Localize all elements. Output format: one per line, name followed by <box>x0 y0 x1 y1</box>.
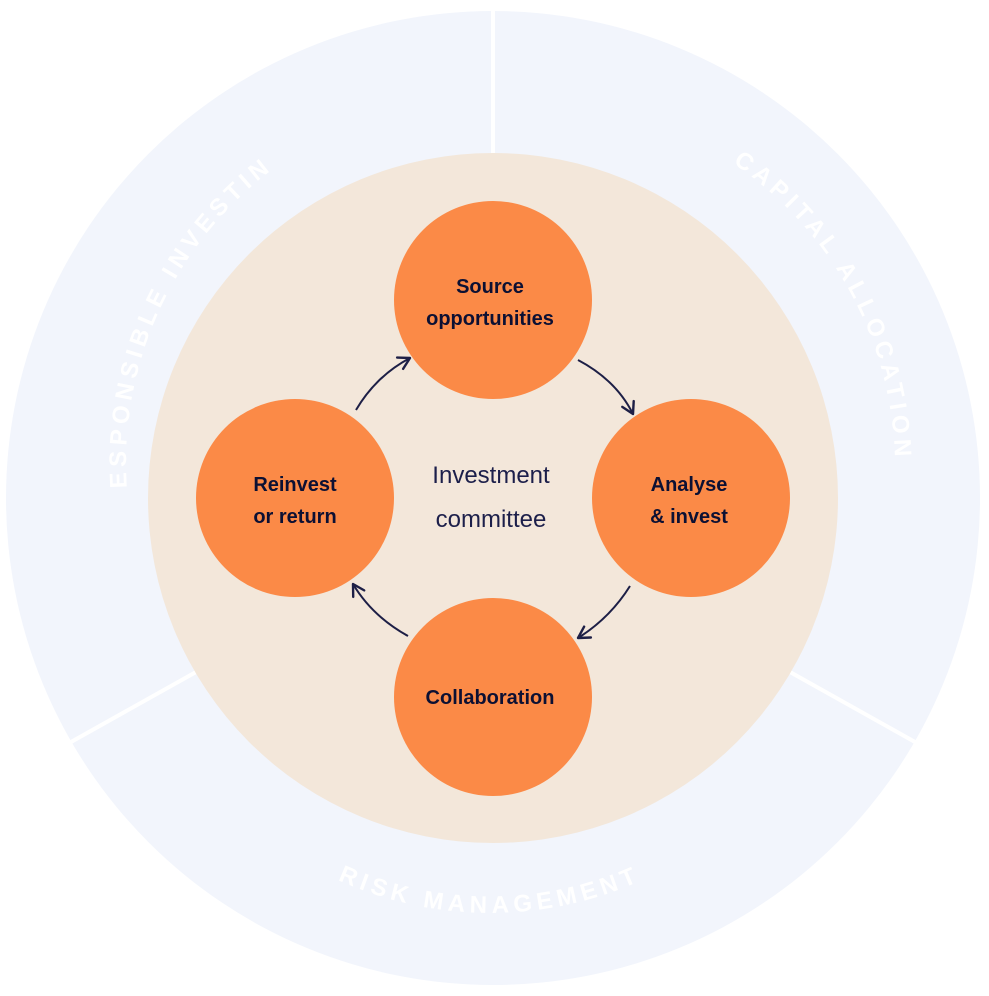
ring-divider-right <box>789 670 916 744</box>
step-analyse-invest: Analyse & invest <box>592 399 790 597</box>
inner-disc <box>148 153 838 843</box>
center-label-line2: committee <box>436 506 547 533</box>
step-label-line1: Source <box>456 276 524 298</box>
step-label-line1: Collaboration <box>426 687 555 709</box>
step-label-line2: or return <box>253 506 336 528</box>
step-label-line1: Analyse <box>651 474 728 496</box>
center-label-line1: Investment <box>432 462 550 489</box>
step-source-opportunities: Source opportunities <box>394 201 592 399</box>
arrow-source-to-analyse <box>577 359 635 416</box>
step-collaboration: Collaboration <box>394 598 592 796</box>
arrow-analyse-to-collaboration <box>576 585 631 640</box>
arrow-collaboration-to-reinvest <box>351 582 409 637</box>
ring-divider-left <box>70 670 197 744</box>
arrow-reinvest-to-source <box>355 356 412 411</box>
step-label-line2: opportunities <box>426 308 554 330</box>
step-label-line2: & invest <box>650 506 728 528</box>
step-label-line1: Reinvest <box>253 474 337 496</box>
step-reinvest-return: Reinvest or return <box>196 399 394 597</box>
